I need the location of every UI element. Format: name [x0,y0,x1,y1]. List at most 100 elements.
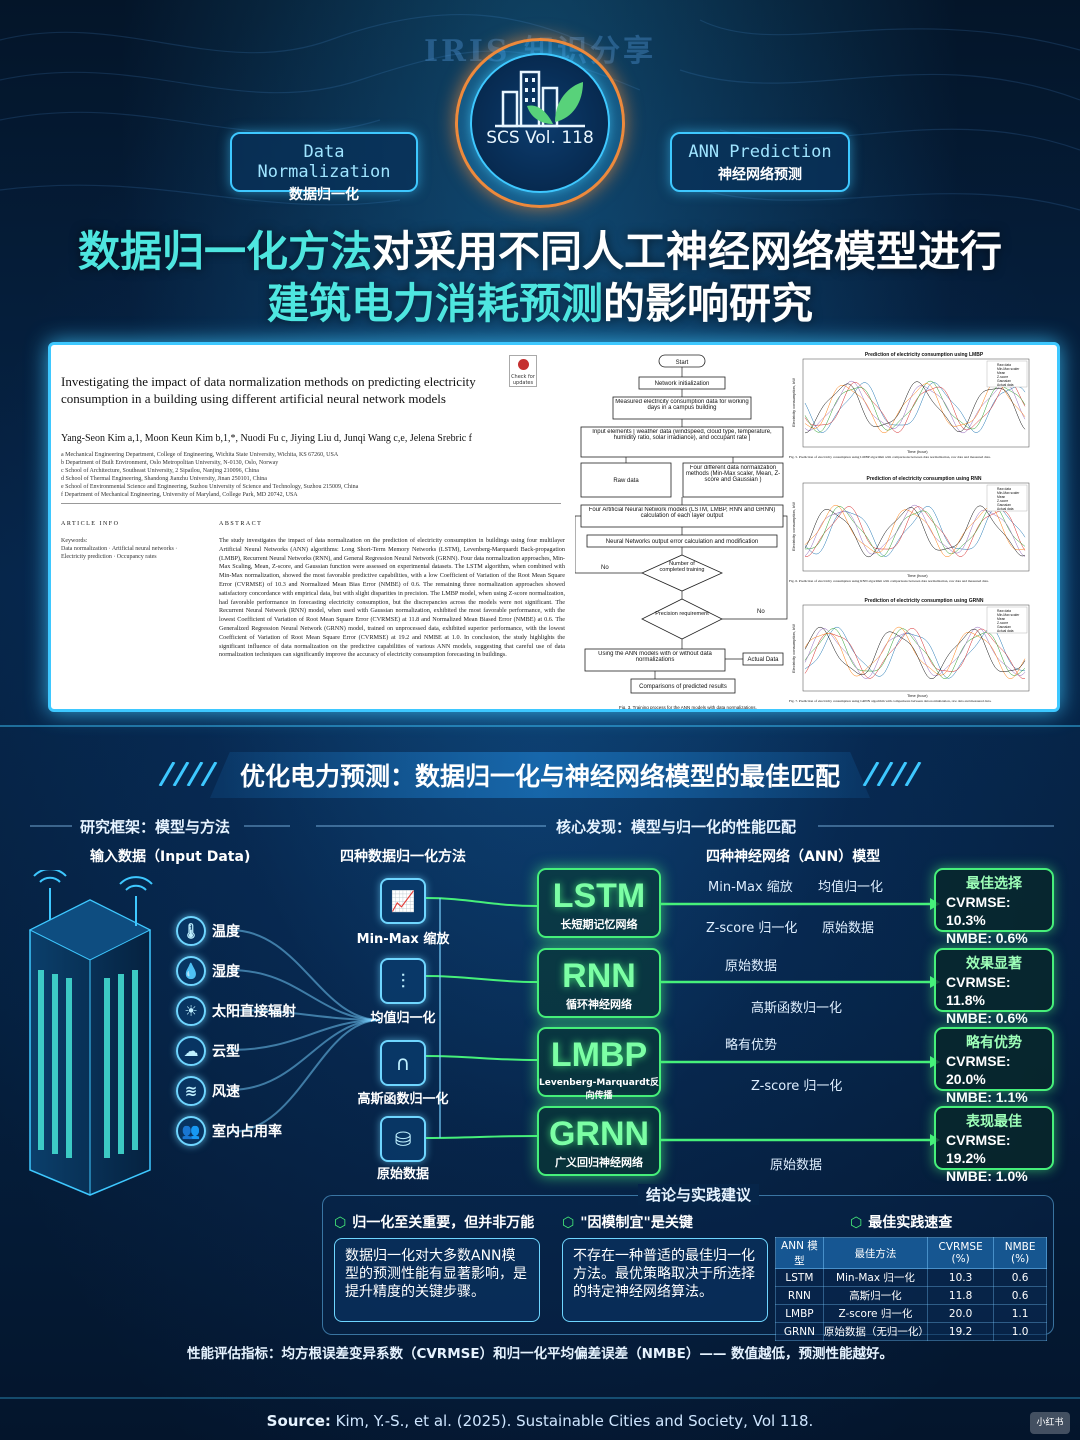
plot-caption: Fig. 5. Prediction of electricity consum… [789,455,991,459]
model-name: LSTM [552,877,646,915]
plot-ylabel: Electricity consumption, kW [791,502,796,551]
smart-building-illustration [28,870,153,1196]
title-highlight: 建筑电力消耗预测 [266,279,603,328]
lmbp-label-1: 略有优势 [725,1038,778,1053]
banner-stripes-right [862,762,922,786]
norm-methods-heading: 四种数据归一化方法 [340,849,466,865]
title-highlight: 数据归一化方法 [77,227,372,276]
affiliation: d School of Thermal Engineering, Shandon… [61,476,267,482]
plot-title: Prediction of electricity consumption us… [865,598,984,604]
hexagon-icon: ⬡ [850,1215,863,1231]
badge-outer-ring [455,38,625,208]
tag-en: ANN Prediction [688,142,832,162]
data-normalization-tag: Data Normalization 数据归一化 [230,132,418,203]
model-zh: Levenberg-Marquardt反向传播 [539,1078,659,1101]
result-nmbe: NMBE: 1.0% [946,1168,1028,1184]
plot-series-line [804,628,1026,679]
plot-lmbp: Prediction of electricity consumption us… [789,349,1057,473]
ann-prediction-tag: ANN Prediction 神经网络预测 [670,132,850,192]
bell-curve-icon: ∩ [380,1040,426,1086]
plot-grnn-svg: Prediction of electricity consumption us… [789,598,1030,703]
table-header: NMBE (%) [993,1237,1047,1269]
plot-ylabel: Electricity consumption, kW [791,624,796,673]
plot-ylabel: Electricity consumption, kW [791,378,796,427]
plot-series-line [804,504,1026,557]
plot-series-line [804,380,1026,433]
affiliation: b Department of Built Environment, Oslo … [61,460,279,466]
training-flowchart: Start Network initialization Measured el… [575,354,788,709]
plot-series-line [804,626,1026,679]
factor-label: 温度 [212,924,240,940]
table-cell: 11.8 [927,1286,995,1305]
tag-zh: 数据归一化 [289,187,359,203]
legend-entry: Mean [997,617,1005,621]
factor-temperature: 🌡温度 [176,916,240,946]
metric-note: 性能评估指标：均方根误差变异系数（CVRMSE）和归一化平均偏差误差（NMBE）… [186,1346,894,1362]
legend-entry: Actual data [997,507,1014,511]
plot-caption: Fig. 6. Prediction of electricity consum… [789,579,989,583]
norm-minmax-label: Min-Max 缩放 [356,932,450,947]
plot-series-line [804,382,1026,433]
norm-raw-label: 原始数据 [376,1167,429,1182]
legend-entry: Actual data [997,383,1014,387]
section-banner-bg [210,752,870,798]
result-cvrmse: CVRMSE: 10.3% [946,894,1011,928]
lstm-label-2a: Z-score 归一化 [706,921,798,936]
source-text: Kim, Y.-S., et al. (2025). Sustainable C… [330,1412,814,1430]
flow-compare: Comparisons of predicted results [639,684,727,690]
framework-heading: 研究框架：模型与方法 [80,818,231,836]
legend-entry: Min-Max scaler [997,491,1020,495]
affiliation: a Mechanical Engineering Department, Col… [61,452,339,458]
legend-entry: Z-score [997,375,1008,379]
result-cvrmse: CVRMSE: 20.0% [946,1053,1011,1087]
factor-label: 太阳直接辐射 [212,1004,296,1020]
flow-precision: Precision requirement [655,611,709,617]
factor-label: 风速 [212,1084,240,1100]
abstract-text: The study investigates the impact of dat… [219,537,565,659]
table-header: 最佳方法 [822,1237,929,1269]
affiliation: f Department of Mechanical Engineering, … [61,492,298,498]
legend-entry: Actual data [997,629,1014,633]
paper-title: Investigating the impact of data normali… [61,374,476,406]
plot-grnn: Prediction of electricity consumption us… [789,595,1057,709]
check-for-updates-badge: Check for updates [509,355,537,387]
factor-label: 湿度 [212,964,240,980]
platform-watermark: 小红书 [1030,1412,1070,1434]
table-cell: GRNN [775,1322,824,1341]
result-cvrmse: CVRMSE: 19.2% [946,1132,1011,1166]
table-cell: 0.6 [993,1268,1047,1287]
section-banner-title: 优化电力预测：数据归一化与神经网络模型的最佳匹配 [239,762,840,791]
factor-label: 室内占用率 [212,1124,282,1140]
legend-entry: Min-Max scaler [997,367,1020,371]
article-info-heading: ARTICLE INFO [61,521,120,527]
droplet-icon: 💧 [176,956,206,986]
result-cvrmse: CVRMSE: 11.8% [946,974,1011,1008]
line-chart-icon: 📈 [380,878,426,924]
table-cell: 高斯归一化 [822,1286,929,1305]
result-nmbe: NMBE: 1.1% [946,1089,1028,1105]
flow-no-2: No [757,609,765,615]
grnn-label-2: 原始数据 [770,1158,823,1173]
lstm-label-1b: 均值归一化 [818,880,884,895]
model-name: RNN [562,957,636,995]
sun-icon: ☀ [176,996,206,1026]
keywords-heading: Keywords: [61,538,88,544]
section-divider [0,725,1080,727]
legend-entry: Raw data [997,487,1011,491]
plot-series-line [804,506,1026,557]
table-cell: RNN [775,1286,824,1305]
paper-authors: Yang-Seon Kim a,1, Moon Keun Kim b,1,*, … [61,433,473,444]
cloud-icon: ☁ [176,1036,206,1066]
page-title-line1: 数据归一化方法对采用不同人工神经网络模型进行 [0,218,1080,279]
tag-zh: 神经网络预测 [718,167,802,183]
legend-entry: Gaussian [997,625,1011,629]
paper-affiliations: a Mechanical Engineering Department, Col… [61,451,521,499]
table-cell: 1.1 [993,1304,1047,1323]
footer-divider [0,1397,1080,1399]
conclusion-point-1-heading: ⬡归一化至关重要，但并非万能 [334,1212,534,1232]
divider [61,503,561,504]
